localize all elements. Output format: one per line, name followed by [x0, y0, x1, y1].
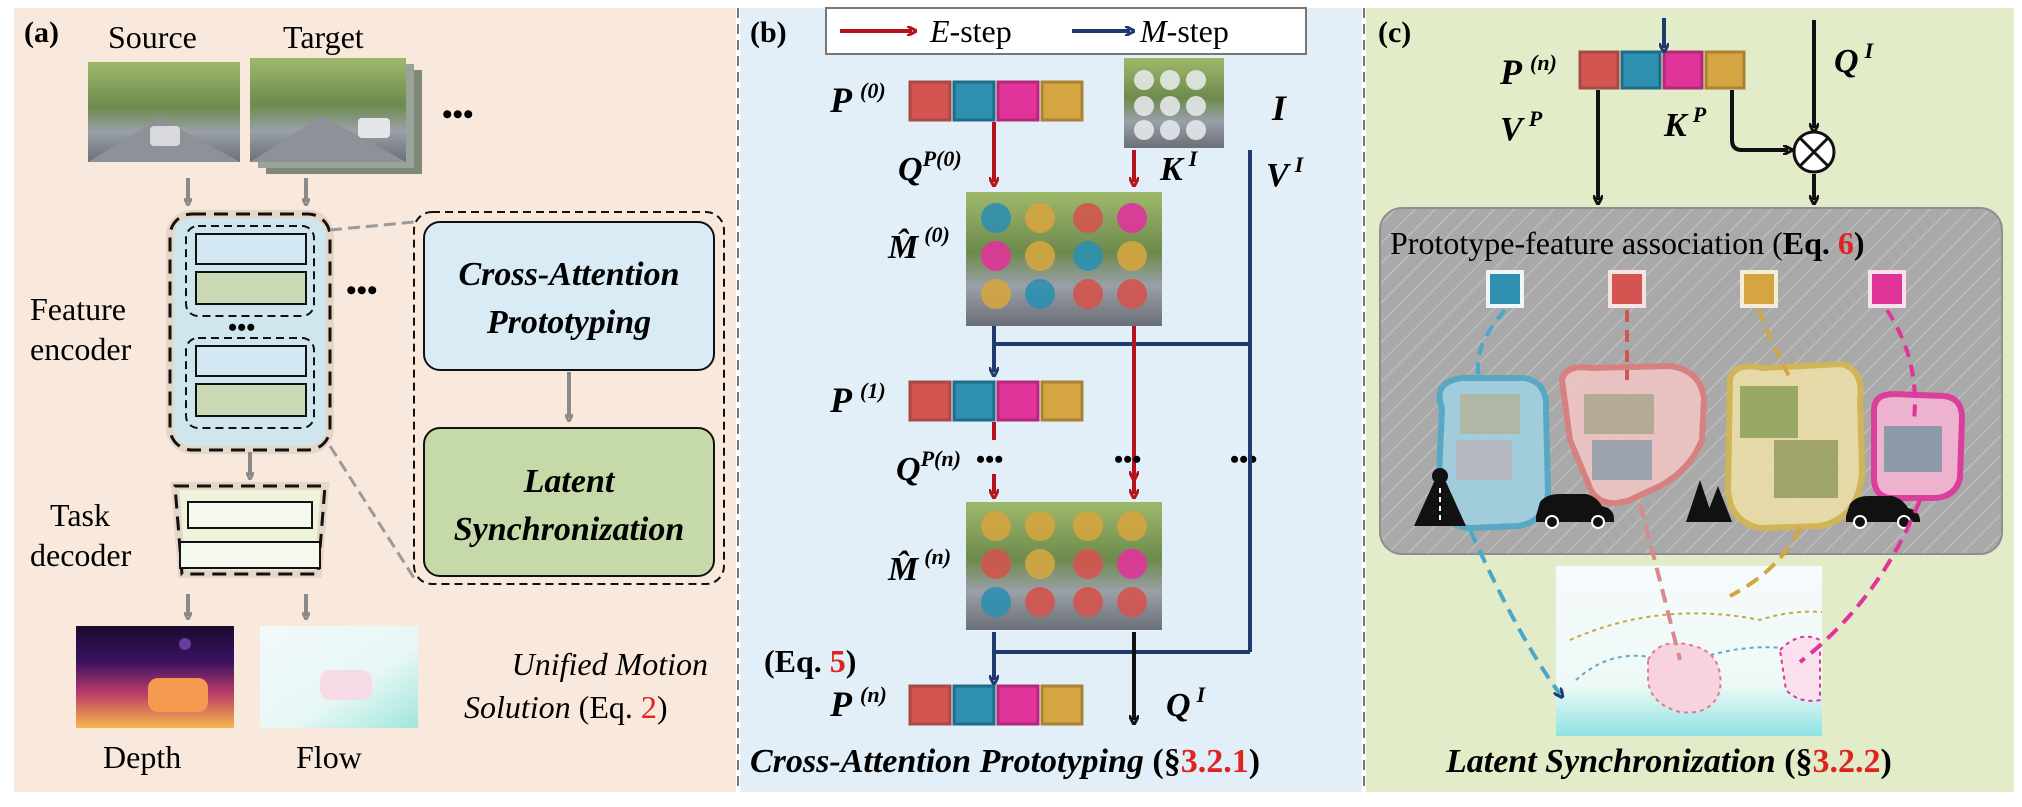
- mn-label: M̂(n): [887, 544, 951, 588]
- p0-label: P(0): [829, 78, 886, 120]
- assoc-proto-red: [1608, 270, 1646, 308]
- assignment-map-mn: [966, 502, 1162, 630]
- target-ellipsis: •••: [442, 98, 474, 131]
- car-icon-2: [1846, 496, 1920, 529]
- target-label: Target: [283, 19, 364, 55]
- panel-c-caption: Latent Synchronization (§3.2.2): [1445, 743, 1892, 780]
- i-label: I: [1271, 88, 1288, 128]
- assignment-map-m0: [966, 192, 1162, 326]
- qpn-label: QP(n): [896, 446, 961, 488]
- task-decoder: [170, 482, 330, 578]
- unified-motion-line2: Solution (Eq. 2): [464, 689, 668, 725]
- sync-arrow-gold: [1729, 527, 1802, 598]
- prototype-row-pn-c: [1578, 50, 1746, 90]
- assoc-proto-magenta: [1868, 270, 1906, 308]
- qp0-label: QP(0): [898, 146, 962, 188]
- encoder-label-line1: Feature: [30, 291, 126, 327]
- depth-output-image: [76, 626, 234, 728]
- module-zoom-box: [413, 211, 725, 585]
- association-label: Prototype-feature association (Eq. 6): [1390, 225, 1865, 261]
- dots-p-branch: •••: [976, 445, 1003, 474]
- assoc-curve-gold: [1757, 309, 1792, 379]
- cross-attention-block: [423, 221, 715, 371]
- decoder-label-line1: Task: [50, 497, 110, 533]
- sync-arrow-magenta: [1798, 499, 1922, 664]
- assoc-proto-gold: [1740, 270, 1778, 308]
- prototype-row-p1: [908, 380, 1084, 422]
- panel-c-tag: (c): [1378, 16, 1411, 49]
- panel-b-tag: (b): [750, 16, 787, 49]
- zoom-line-top: [329, 220, 415, 232]
- eq5-label: (Eq. 5): [764, 643, 856, 679]
- car-icon: [1536, 494, 1614, 529]
- panel-a-tag: (a): [24, 16, 59, 49]
- p1-label: P(1): [829, 378, 886, 420]
- step-legend: E-step M-step: [825, 7, 1307, 55]
- latent-sync-label-2: Synchronization: [454, 511, 685, 548]
- cross-attention-label-2: Prototyping: [486, 304, 651, 341]
- latent-sync-label-1: Latent: [523, 463, 616, 500]
- pn-label-c: P(n): [1499, 50, 1557, 92]
- flow-label: Flow: [296, 739, 362, 775]
- latent-sync-block: [423, 427, 715, 577]
- region-blob-distant-car: [1871, 390, 1966, 501]
- kp-arrow: [1730, 90, 1788, 150]
- encoder-inner-ellipsis: •••: [228, 313, 255, 342]
- region-blob-trees: [1724, 360, 1866, 532]
- m0-label: M̂(0): [887, 222, 950, 266]
- decoder-label-line2: decoder: [30, 537, 132, 573]
- legend-m-label: M-step: [1139, 13, 1229, 49]
- pn-label-b: P(n): [829, 682, 887, 724]
- assoc-proto-teal: [1486, 270, 1524, 308]
- source-label: Source: [108, 19, 197, 55]
- flow-output-image: [260, 626, 418, 728]
- assoc-curve-teal: [1475, 308, 1507, 381]
- panel-b-caption: Cross-Attention Prototyping (§3.2.1): [750, 743, 1260, 780]
- unified-motion-line1: Unified Motion: [512, 646, 708, 682]
- encoder-label-line2: encoder: [30, 331, 132, 367]
- region-blob-road: [1434, 375, 1552, 532]
- cross-attention-label-1: Cross-Attention: [458, 256, 679, 293]
- encoder-side-ellipsis: •••: [346, 274, 378, 307]
- depth-label: Depth: [103, 739, 181, 775]
- zoom-line-bottom: [328, 445, 416, 579]
- prototype-row-pn: [908, 684, 1084, 726]
- prototype-row-p0: [908, 80, 1084, 122]
- dots-v-branch: •••: [1230, 445, 1257, 474]
- multiply-operator: [1792, 130, 1836, 174]
- region-blob-car: [1558, 362, 1708, 506]
- assoc-curve-magenta: [1885, 308, 1917, 421]
- dots-k-branch: •••: [1114, 445, 1141, 474]
- sync-arrow-red: [1638, 503, 1682, 661]
- road-icon: [1414, 468, 1466, 526]
- legend-e-label: E-step: [929, 13, 1012, 49]
- trees-icon: [1686, 480, 1732, 522]
- sync-arrow-teal: [1468, 529, 1560, 694]
- feature-encoder: [166, 210, 334, 454]
- input-image-i: [1124, 58, 1224, 148]
- source-image: [88, 62, 240, 162]
- synchronized-output-image: [1556, 566, 1823, 736]
- target-image-stack: [250, 58, 422, 174]
